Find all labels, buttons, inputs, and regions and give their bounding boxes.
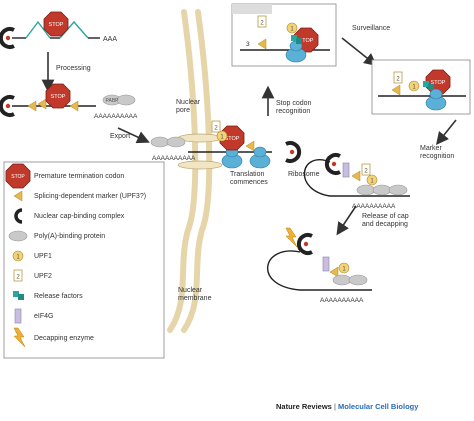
nuclear-membrane [167,9,213,333]
nuclear-pore-label-1: Nuclear [176,99,201,106]
stop-codon-label-4: STOP [299,38,314,44]
pre-mrna: STOP AAA [0,11,117,49]
nuclear-membrane-label-1: Nuclear [178,287,203,294]
nuclear-membrane-label-2: membrane [178,295,212,302]
legend-item-pabp: Poly(A)-binding protein [8,230,105,242]
panel-stop-recognition: STOP 3 [231,3,337,67]
release-label-2: and decapping [362,221,408,228]
nuclear-pore [177,133,223,170]
export-label: Export [110,133,130,140]
legend-item-release-factors: Release factors [13,291,83,300]
legend-item-stop: STOP Premature termination codon [5,163,124,189]
legend-text-8: Decapping enzyme [34,335,94,342]
stop-recognition-label-1: Stop codon [276,100,312,107]
processing-arrow: Processing [41,52,91,93]
stop-codon-label-3: STOP [225,136,240,142]
poly-a-tail-label: AAA [103,36,117,43]
release-arrow: Release of cap and decapping [336,205,409,236]
marker-recognition-label-1: Marker [420,145,442,152]
legend-item-marker: Splicing-dependent marker (UPF3?) [13,190,146,202]
marker-recognition-arrow: Marker recognition [420,119,457,160]
translating-mrna: AAAAAAAAAA STOP [150,120,302,169]
legend-text-1: Splicing-dependent marker (UPF3?) [34,193,146,200]
translation-label-2: commences [230,179,268,186]
legend-item-decapping: Decapping enzyme [13,327,94,348]
processing-label: Processing [56,65,91,72]
legend-stop-symbol: STOP [11,174,25,180]
legend-item-eif4g: eIF4G [14,308,53,324]
upf3-number: 3 [246,41,250,48]
credit-separator: | [333,402,336,411]
stop-codon-label-2: STOP [51,94,66,100]
journal-name: Nature Reviews [276,402,332,411]
legend-text-7: eIF4G [34,313,53,320]
polya-label-3: AAAAAAAAAA [152,155,196,162]
decapping-loop: AAAAAAAAAA [267,227,372,304]
journal-section: Molecular Cell Biology [338,402,419,411]
polya-label-5: AAAAAAAAAA [320,297,364,304]
legend-item-upf2: UPF2 [13,269,52,282]
surveillance-arrow: Surveillance [341,25,390,66]
translation-label-1: Translation [230,171,264,178]
stop-recognition-arrow: Stop codon recognition [261,85,312,116]
processed-mrna: STOP PABP AAAAAAAAAA [0,83,138,120]
marker-recognition-label-2: recognition [420,153,454,160]
polya-label-4: AAAAAAAAAA [352,203,396,210]
legend-item-cap: Nuclear cap-binding complex [14,208,125,224]
legend: STOP Premature termination codon Splicin… [3,161,165,359]
legend-text-3: Poly(A)-binding protein [34,233,105,240]
panel-surveillance: STOP [371,59,471,115]
legend-text-6: Release factors [34,293,83,300]
legend-item-upf1: UPF1 [12,250,52,262]
stop-codon-label-5: STOP [431,80,446,86]
mrna-loop: AAAAAAAAAA [303,153,410,210]
pabp-label: PABP [106,98,120,104]
stop-recognition-label-2: recognition [276,108,310,115]
nuclear-pore-label-2: pore [176,107,190,114]
surveillance-label: Surveillance [352,25,390,32]
legend-text-5: UPF2 [34,273,52,280]
export-arrow: Export [110,127,150,144]
release-label-1: Release of cap [362,213,409,220]
legend-text-2: Nuclear cap-binding complex [34,213,125,220]
legend-text-0: Premature termination codon [34,173,124,180]
legend-text-4: UPF1 [34,253,52,260]
polya-label-2: AAAAAAAAAA [94,113,138,120]
stop-codon-label: STOP [49,22,64,28]
journal-credit: Nature Reviews | Molecular Cell Biology [276,402,418,411]
